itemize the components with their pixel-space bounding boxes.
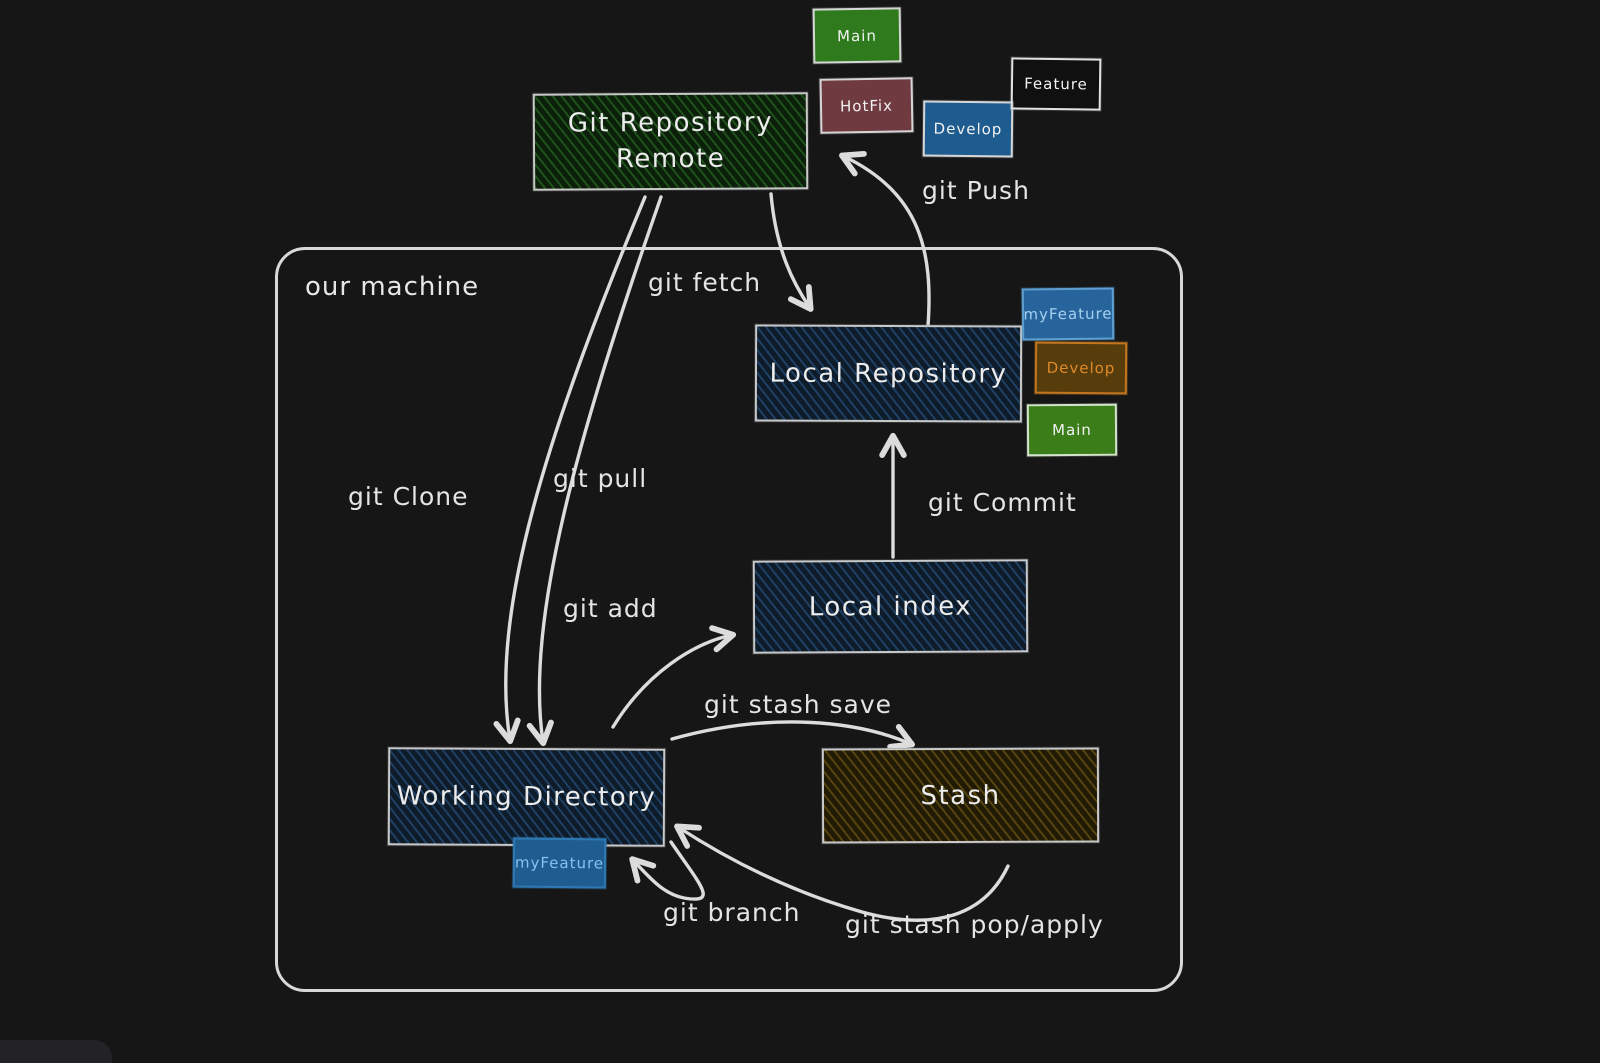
label-git-stash-pop: git stash pop/apply xyxy=(845,910,1104,939)
node-local-index: Local index xyxy=(752,559,1029,654)
node-working-directory-label: Working Directory xyxy=(396,781,657,813)
label-git-fetch: git fetch xyxy=(648,268,762,297)
badge-remote-main: Main xyxy=(812,7,902,64)
node-git-repository-remote-label: Git Repository Remote xyxy=(568,106,773,177)
label-git-pull: git pull xyxy=(553,464,648,493)
badge-local-main: Main xyxy=(1026,403,1118,457)
badge-working-myfeature-label: myFeature xyxy=(514,853,605,873)
badge-remote-feature-label: Feature xyxy=(1024,74,1088,94)
remote-label-line2: Remote xyxy=(615,143,726,174)
label-git-add: git add xyxy=(563,594,658,623)
badge-local-myfeature: myFeature xyxy=(1021,287,1115,341)
badge-remote-develop: Develop xyxy=(922,100,1014,158)
label-git-commit: git Commit xyxy=(928,488,1077,517)
badge-remote-main-label: Main xyxy=(836,26,878,45)
node-local-repository-label: Local Repository xyxy=(769,358,1008,389)
corner-artifact xyxy=(0,1040,112,1063)
node-stash-label: Stash xyxy=(920,780,1001,811)
node-local-index-label: Local index xyxy=(808,591,973,622)
label-git-stash-save: git stash save xyxy=(704,690,893,719)
node-stash: Stash xyxy=(821,747,1100,844)
node-local-repository: Local Repository xyxy=(754,324,1023,423)
label-git-clone: git Clone xyxy=(348,482,469,511)
badge-local-myfeature-label: myFeature xyxy=(1023,304,1113,324)
badge-remote-feature: Feature xyxy=(1010,57,1102,111)
node-git-repository-remote: Git Repository Remote xyxy=(532,92,809,191)
badge-local-main-label: Main xyxy=(1052,420,1092,440)
node-working-directory: Working Directory xyxy=(387,747,666,847)
our-machine-label: our machine xyxy=(305,272,480,302)
label-git-push: git Push xyxy=(922,176,1030,205)
badge-remote-hotfix-label: HotFix xyxy=(839,96,894,115)
badge-local-develop: Develop xyxy=(1034,341,1128,395)
badge-working-myfeature: myFeature xyxy=(512,837,607,889)
our-machine-container: our machine xyxy=(275,247,1183,992)
badge-remote-develop-label: Develop xyxy=(933,119,1003,139)
badge-remote-hotfix: HotFix xyxy=(819,77,914,134)
remote-label-line1: Git Repository xyxy=(567,107,774,139)
badge-local-develop-label: Develop xyxy=(1046,358,1116,378)
label-git-branch: git branch xyxy=(663,898,801,927)
